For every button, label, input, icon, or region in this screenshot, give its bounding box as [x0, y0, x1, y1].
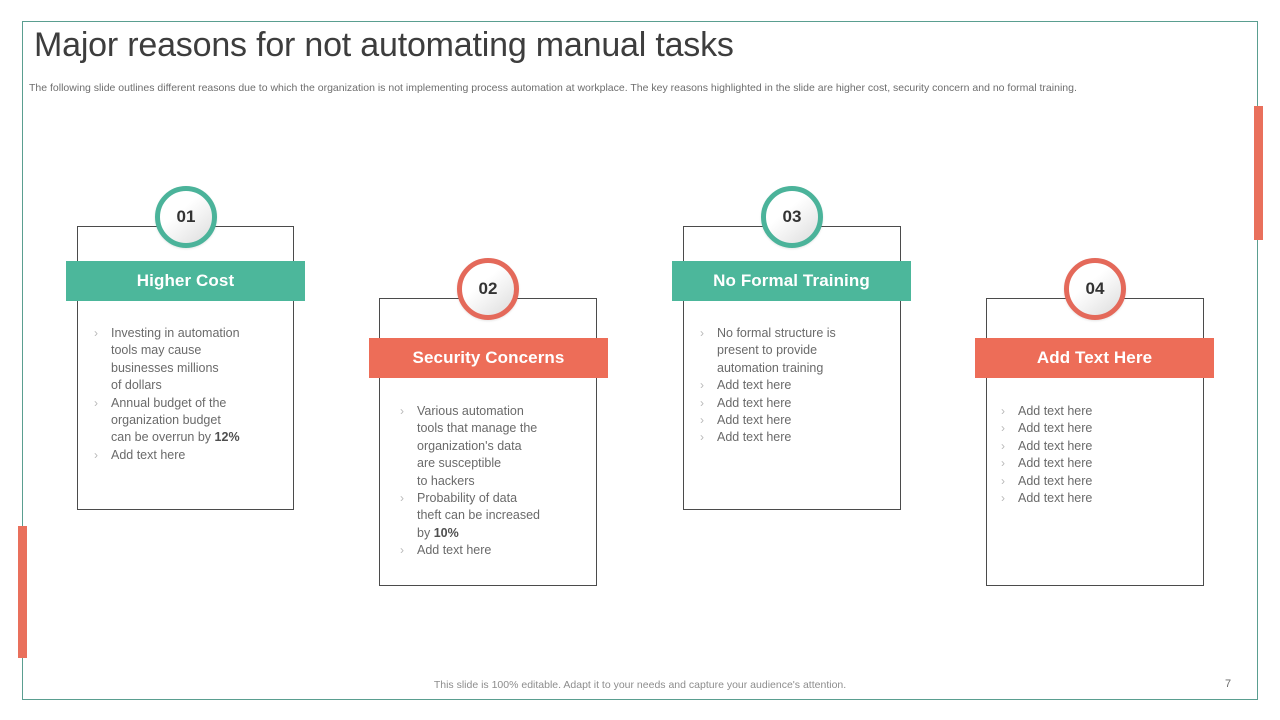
footer-note: This slide is 100% editable. Adapt it to…: [433, 679, 847, 691]
chevron-right-icon: ›: [1001, 438, 1005, 453]
list-item-text: Probability of data theft can be increas…: [417, 491, 540, 540]
card-04-number-badge: 04: [1064, 258, 1126, 320]
list-item-text: Add text here: [1018, 456, 1093, 471]
list-item-text: Add text here: [1018, 421, 1093, 436]
list-item-text: Add text here: [417, 543, 492, 558]
list-item-text: Add text here: [1018, 438, 1093, 453]
card-03-number-badge: 03: [761, 186, 823, 248]
list-item: › Add text here: [1001, 490, 1196, 507]
chevron-right-icon: ›: [700, 413, 704, 428]
chevron-right-icon: ›: [700, 326, 704, 340]
list-item: › Add text here: [1001, 438, 1196, 455]
list-item-text: Add text here: [717, 395, 792, 410]
list-item: › Add text here: [1001, 473, 1196, 490]
list-item-text: Add text here: [1018, 404, 1093, 418]
chevron-right-icon: ›: [94, 447, 98, 462]
chevron-right-icon: ›: [1001, 491, 1005, 506]
card-02-banner: Security Concerns: [369, 338, 608, 378]
list-item: › Add text here: [700, 412, 895, 429]
list-item-text: No formal structure is present to provid…: [717, 326, 836, 375]
list-item: › Add text here: [700, 429, 895, 446]
list-item-text: Add text here: [111, 447, 186, 462]
card-03-banner: No Formal Training: [672, 261, 911, 301]
list-item: › Investing in automation tools may caus…: [94, 325, 284, 395]
list-item: › Add text here: [1001, 455, 1196, 472]
list-item: › Add text here: [700, 395, 895, 412]
list-item-text: Add text here: [1018, 473, 1093, 488]
list-item: › Various automation tools that manage t…: [400, 403, 595, 490]
card-04-number: 04: [1085, 279, 1105, 298]
card-03-number: 03: [782, 207, 802, 226]
list-item-text: Add text here: [717, 378, 792, 393]
list-item-text: Various automation tools that manage the…: [417, 404, 538, 488]
page-number: 7: [1224, 678, 1232, 690]
decorative-bar-right: [1254, 106, 1263, 240]
card-02-number: 02: [478, 279, 498, 298]
list-item-text: Investing in automation tools may cause …: [111, 326, 240, 393]
card-04-heading: Add Text Here: [1036, 348, 1153, 367]
list-item: › Add text here: [1001, 403, 1196, 420]
list-item: › Annual budget of the organization budg…: [94, 395, 284, 447]
chevron-right-icon: ›: [1001, 421, 1005, 436]
card-01-number: 01: [176, 207, 196, 226]
chevron-right-icon: ›: [94, 395, 98, 410]
list-item-text: Add text here: [717, 430, 792, 445]
list-item: › No formal structure is present to prov…: [700, 325, 895, 377]
card-04-banner: Add Text Here: [975, 338, 1214, 378]
card-02-bullet-list: › Various automation tools that manage t…: [400, 403, 595, 560]
list-item-text: Add text here: [1018, 491, 1093, 506]
chevron-right-icon: ›: [700, 395, 704, 410]
chevron-right-icon: ›: [700, 378, 704, 393]
chevron-right-icon: ›: [400, 404, 404, 418]
card-02-number-badge: 02: [457, 258, 519, 320]
card-01-banner: Higher Cost: [66, 261, 305, 301]
card-01-heading: Higher Cost: [136, 271, 235, 290]
chevron-right-icon: ›: [1001, 404, 1005, 418]
card-03-bullet-list: › No formal structure is present to prov…: [700, 325, 895, 447]
list-item: › Add text here: [1001, 420, 1196, 437]
card-04-bullet-list: › Add text here › Add text here › Add te…: [1001, 403, 1196, 507]
chevron-right-icon: ›: [400, 491, 404, 506]
list-item-text: Add text here: [717, 413, 792, 428]
list-item: › Add text here: [700, 377, 895, 394]
chevron-right-icon: ›: [94, 326, 98, 340]
chevron-right-icon: ›: [700, 430, 704, 445]
card-02-heading: Security Concerns: [412, 348, 565, 367]
page-subtitle: The following slide outlines different r…: [29, 82, 1077, 94]
card-01-number-badge: 01: [155, 186, 217, 248]
chevron-right-icon: ›: [400, 543, 404, 558]
card-01-bullet-list: › Investing in automation tools may caus…: [94, 325, 284, 464]
list-item: › Probability of data theft can be incre…: [400, 490, 595, 542]
page-title: Major reasons for not automating manual …: [34, 26, 734, 64]
chevron-right-icon: ›: [1001, 473, 1005, 488]
list-item-text: Annual budget of the organization budget…: [111, 395, 240, 445]
list-item: › Add text here: [94, 447, 284, 464]
decorative-bar-left: [18, 526, 27, 658]
chevron-right-icon: ›: [1001, 456, 1005, 471]
list-item: › Add text here: [400, 542, 595, 559]
card-03-heading: No Formal Training: [713, 271, 870, 290]
